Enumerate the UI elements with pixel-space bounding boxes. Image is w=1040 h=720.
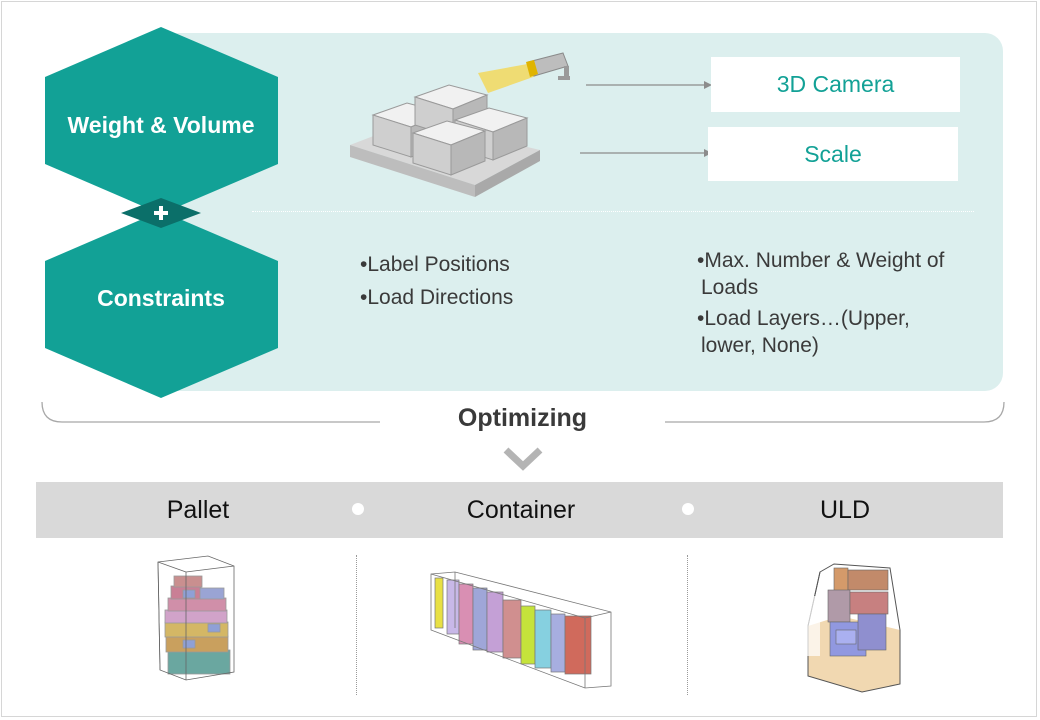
pallet-stack-image: [138, 552, 260, 684]
constraints-right-list: •Max. Number & Weight of Loads •Load Lay…: [697, 247, 944, 359]
camera-box: 3D Camera: [711, 57, 960, 112]
uld-image: [806, 563, 901, 693]
list-item-cont: Loads: [701, 276, 759, 299]
separator-dot: [682, 503, 694, 515]
column-divider: [687, 555, 688, 695]
optimizing-bracket: [41, 401, 1005, 423]
constraints-hexagon: [45, 211, 278, 398]
plus-icon: [121, 198, 201, 228]
container-label: Container: [466, 496, 576, 524]
list-item-cont: lower, None): [701, 334, 819, 357]
column-divider: [356, 555, 357, 695]
list-item: •Max. Number & Weight of: [697, 249, 945, 272]
list-item: •Load Directions: [360, 286, 514, 309]
weight-volume-hexagon: [45, 27, 278, 214]
uld-label: ULD: [819, 496, 870, 524]
list-item: •Load Layers…(Upper,: [697, 307, 910, 330]
device-arrows: [580, 81, 712, 157]
pallet-label: Pallet: [166, 496, 230, 524]
pallet-boxes-illustration: [350, 84, 540, 197]
separator-dot: [352, 503, 364, 515]
constraints-label: Constraints: [97, 285, 225, 311]
optimizing-label: Optimizing: [457, 404, 588, 432]
output-bar: [36, 482, 1003, 538]
scale-box: Scale: [708, 127, 958, 181]
constraints-left-list: •Label Positions •Load Directions: [360, 248, 513, 314]
container-image: [430, 571, 612, 689]
camera-icon: [478, 52, 570, 93]
weight-volume-label: Weight & Volume: [67, 112, 255, 138]
chevron-down-icon: [503, 447, 543, 471]
list-item: •Label Positions: [360, 253, 510, 276]
panel-divider: [252, 211, 974, 212]
